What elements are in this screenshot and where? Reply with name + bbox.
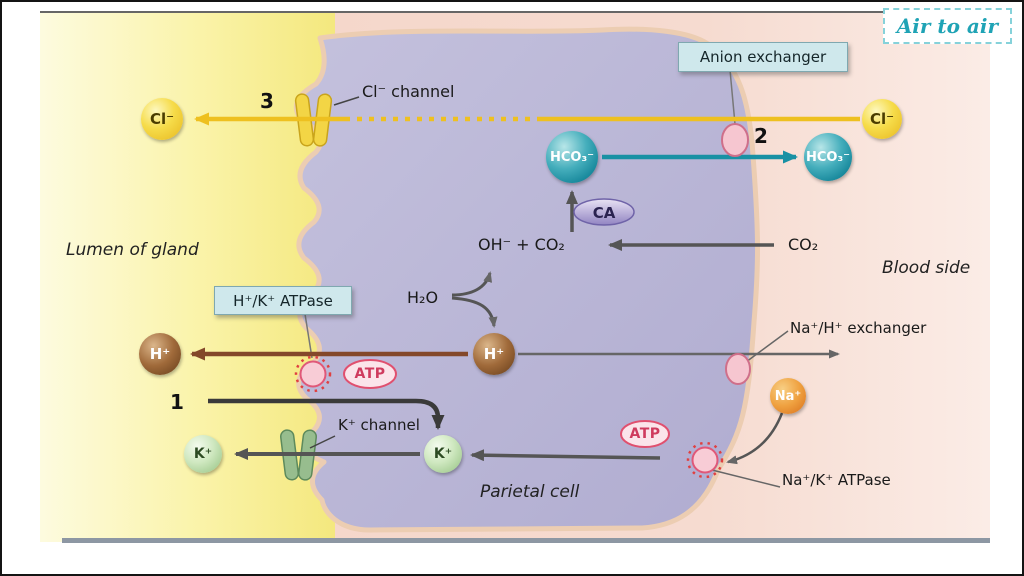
k-recycling-arrow xyxy=(208,398,445,430)
blood-side-label: Blood side xyxy=(882,258,971,278)
h2o-to-oh-arrow xyxy=(451,271,493,297)
nah-exchanger-label: Na⁺/H⁺ exchanger xyxy=(790,319,927,337)
nak-atpase-label: Na⁺/K⁺ ATPase xyxy=(782,471,891,489)
h-ion-cell: H⁺ xyxy=(473,333,515,375)
k-channel-label: K⁺ channel xyxy=(338,416,420,434)
watermark-logo: Air to air xyxy=(882,8,1012,44)
ca-enzyme-label: CA xyxy=(592,204,616,222)
nah-exchanger-protein xyxy=(725,353,751,385)
anion-exchanger-label: Anion exchanger xyxy=(678,42,848,72)
atp-oval-nak xyxy=(620,420,670,448)
pump-to-k-arrow xyxy=(470,449,661,462)
step-1: 1 xyxy=(170,390,184,414)
cl-ion-blood: Cl⁻ xyxy=(862,99,902,139)
k-ion-lumen: K⁺ xyxy=(184,435,222,473)
carbonic-anhydrase-oval xyxy=(573,198,635,226)
anion-exchanger-pointer-line xyxy=(729,69,736,125)
co2-label: CO₂ xyxy=(788,235,819,254)
atp-label-hk: ATP xyxy=(354,366,386,382)
h2o-to-h-arrow xyxy=(451,296,498,328)
cl-channel-pointer-line xyxy=(333,96,360,106)
top-border-line xyxy=(40,11,990,13)
parietal-cell-label: Parietal cell xyxy=(480,482,580,502)
step-3: 3 xyxy=(260,89,274,113)
cl-channel-label: Cl⁻ channel xyxy=(362,82,455,101)
hk-atpase-label: H⁺/K⁺ ATPase xyxy=(214,286,352,315)
k-channel-pointer-line xyxy=(309,435,336,449)
na-to-pump-arrow xyxy=(726,412,784,465)
h2o-label: H₂O xyxy=(407,288,439,307)
hk-atpase-pointer-line xyxy=(304,313,313,359)
atp-label-nak: ATP xyxy=(629,426,661,442)
anion-exchanger-protein xyxy=(721,123,749,157)
step-2: 2 xyxy=(754,124,768,148)
hco3-ion-blood: HCO₃⁻ xyxy=(804,133,852,181)
hco3-ion-cell: HCO₃⁻ xyxy=(546,131,598,183)
nak-atpase-pointer-line xyxy=(711,469,781,488)
h-ion-lumen: H⁺ xyxy=(139,333,181,375)
oh-co2-label: OH⁻ + CO₂ xyxy=(478,235,565,254)
nak-atpase-pump xyxy=(686,441,724,479)
atp-oval-hk xyxy=(343,359,397,389)
lumen-label: Lumen of gland xyxy=(66,240,199,260)
na-ion-blood: Na⁺ xyxy=(770,378,806,414)
hk-atpase-pump xyxy=(294,355,332,393)
nah-exchanger-pointer-line xyxy=(745,330,789,363)
cl-ion-lumen: Cl⁻ xyxy=(141,98,183,140)
bottom-border-line xyxy=(62,538,990,543)
k-ion-cell: K⁺ xyxy=(424,435,462,473)
